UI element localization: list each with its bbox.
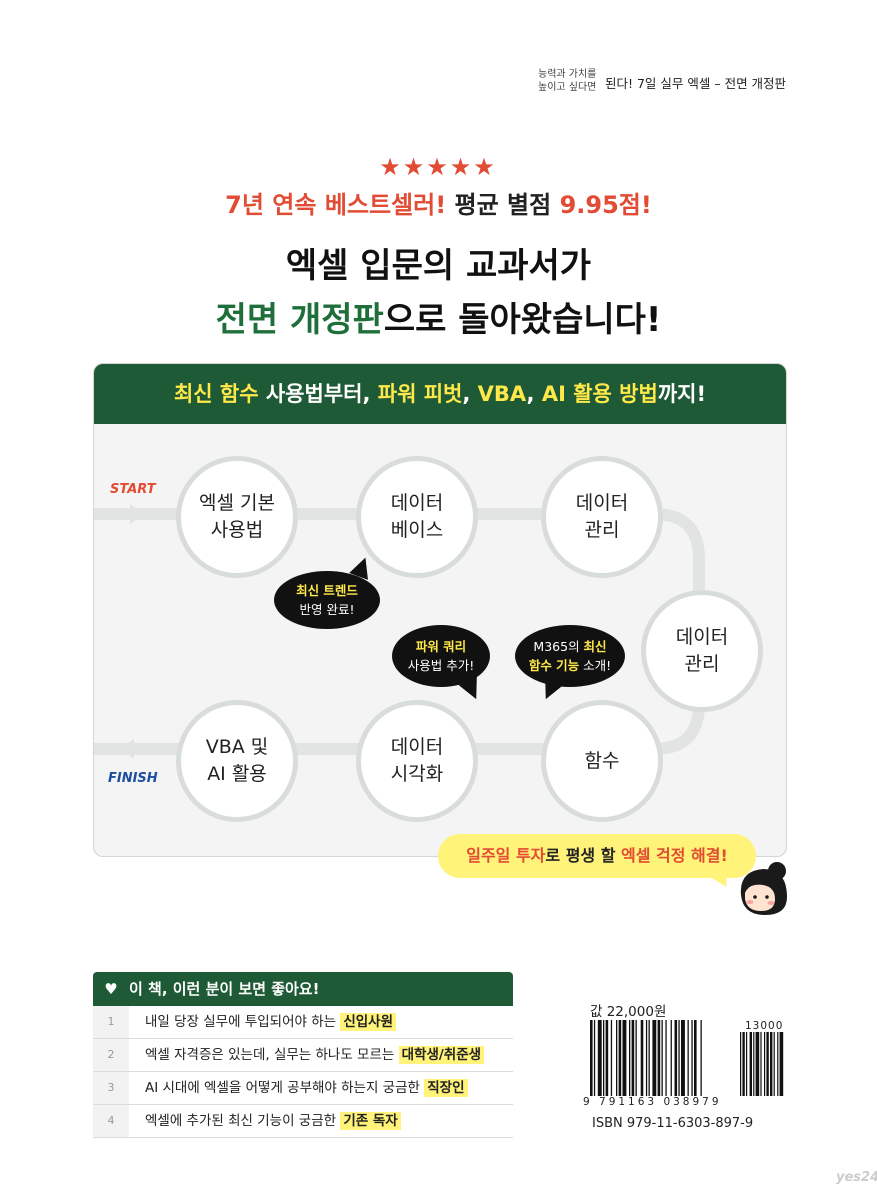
main-title-line2: 전면 개정판으로 돌아왔습니다! (215, 300, 662, 340)
main-title-line1: 엑셀 입문의 교과서가 (285, 246, 592, 286)
start-label: START (110, 482, 156, 497)
list-item: 2 엑셀 자격증은 있는데, 실무는 하나도 모르는 대학생/취준생 (93, 1039, 513, 1072)
list-item: 3 AI 시대에 엑셀을 어떻게 공부해야 하는지 궁금한 직장인 (93, 1072, 513, 1105)
barcode-icon (590, 1020, 784, 1096)
roadmap-card: 최신 함수 사용법부터, 파워 피벗, VBA, AI 활용 방법까지! STA… (93, 363, 787, 857)
character-girl-icon (740, 862, 787, 915)
speech-bubble-one-week: 일주일 투자로 평생 할 엑셀 걱정 해결! (438, 834, 756, 878)
series-title: 된다! 7일 실무 엑셀 – 전면 개정판 (605, 76, 787, 91)
yes24-logo: yes24 (836, 1170, 877, 1185)
roadmap-card-header: 최신 함수 사용법부터, 파워 피벗, VBA, AI 활용 방법까지! (94, 364, 786, 424)
step-functions: 함수 (541, 700, 663, 822)
bestseller-headline: 7년 연속 베스트셀러! 평균 별점 9.95점! (225, 191, 652, 219)
list-item: 4 엑셀에 추가된 최신 기능이 궁금한 기존 독자 (93, 1105, 513, 1138)
barcode-addon-digits: 13000 (745, 1020, 784, 1032)
list-item: 1 내일 당장 실무에 투입되어야 하는 신입사원 (93, 1006, 513, 1039)
finish-label: FINISH (108, 771, 158, 786)
target-readers-list: ♥이 책, 이런 분이 보면 좋아요! 1 내일 당장 실무에 투입되어야 하는… (93, 972, 513, 1140)
barcode-digits: 9 791163 038979 (583, 1096, 722, 1108)
target-readers-header: ♥이 책, 이런 분이 보면 좋아요! (93, 972, 513, 1006)
price-label: 값 22,000원 (590, 1004, 667, 1020)
start-arrow-icon (130, 504, 144, 524)
series-tagline: 능력과 가치를 높이고 싶다면 (538, 69, 597, 93)
finish-arrow-icon (120, 739, 134, 759)
rating-stars-icon: ★★★★★ (379, 153, 497, 181)
heart-icon: ♥ (104, 980, 118, 998)
isbn-label: ISBN 979-11-6303-897-9 (592, 1116, 754, 1131)
